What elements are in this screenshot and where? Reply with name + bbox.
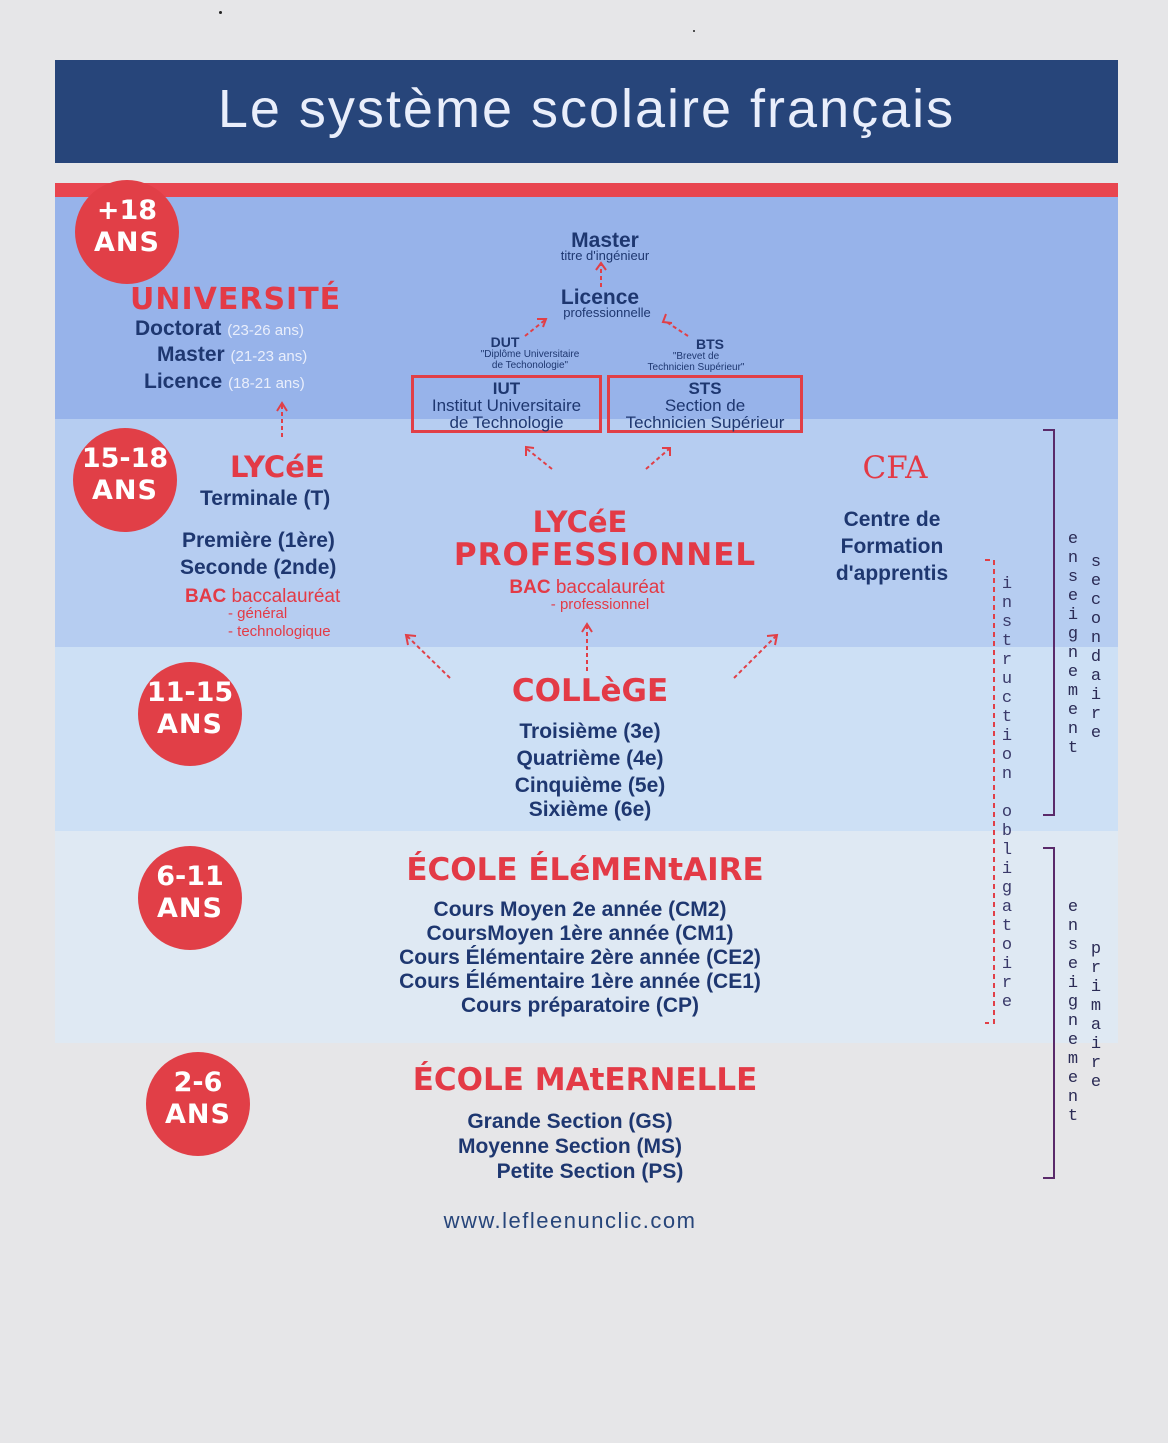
maternelle-item: Petite Section (PS): [496, 1160, 684, 1183]
red-divider: [55, 183, 1118, 197]
band-higher-ed: [55, 197, 1118, 419]
bts-label: BTS: [696, 336, 724, 352]
band-lycee: [55, 419, 1118, 647]
footer-url: www.lefleenunclic.com: [443, 1208, 697, 1233]
maternelle-list: Grande Section (GS) Moyenne Section (MS)…: [420, 1109, 720, 1184]
licence-sub: professionnelle: [563, 305, 651, 320]
master-sub: titre d'ingénieur: [560, 248, 650, 263]
lycee-bac-option: - général: [228, 605, 288, 622]
elementaire-item: Cours Élémentaire 1ère année (CE1): [399, 970, 761, 993]
arrow-dut-licence: [524, 319, 546, 337]
maternelle-item: Moyenne Section (MS): [457, 1135, 683, 1158]
lycee-pro-title: LYCéE: [532, 505, 628, 539]
maternelle-item: Grande Section (GS): [467, 1110, 673, 1133]
dut-label: DUT: [490, 334, 520, 350]
licence-label: Licence: [560, 286, 640, 309]
lycee-item: Terminale (T): [200, 487, 331, 510]
arrow-pro-sts: [645, 448, 670, 470]
college-title: COLLèGE: [511, 673, 669, 709]
college-item: Cinquième (5e): [514, 774, 666, 797]
arrow-college-lycee: [406, 635, 451, 679]
lycee-item: Seconde (2nde): [180, 556, 337, 579]
master-label: Master: [571, 229, 639, 252]
band-elementaire: [55, 831, 1118, 1043]
college-item: Troisième (3e): [519, 720, 661, 743]
scan-speck: [219, 11, 222, 14]
universite-title: UNIVERSITÉ: [130, 282, 342, 317]
elementaire-list: Cours Moyen 2e année (CM2) CoursMoyen 1è…: [330, 898, 830, 1018]
maternelle-title: ÉCOLE MAtERNELLE: [412, 1062, 758, 1098]
lycee-pro-title: PROFESSIONNEL: [453, 537, 757, 573]
college-item: Quatrième (4e): [516, 747, 664, 770]
cfa-title: CFA: [862, 450, 928, 486]
college-item: Sixième (6e): [528, 798, 652, 821]
universite-item: Licence (18-21 ans): [144, 370, 305, 393]
elementaire-item: Cours Élémentaire 2ère année (CE2): [399, 946, 761, 969]
scan-speck: [693, 30, 695, 32]
universite-item: Master (21-23 ans): [157, 343, 308, 366]
lycee-bac: BAC baccalauréat: [185, 586, 341, 607]
lycee-title: LYCéE: [230, 450, 325, 484]
elementaire-item: Cours Moyen 2e année (CM2): [433, 898, 727, 921]
elementaire-title: ÉCOLE ÉLéMENtAIRE: [406, 852, 764, 888]
page-title: Le système scolaire français: [217, 79, 956, 139]
lycee-item: Première (1ère): [182, 529, 335, 552]
arrow-pro-iut: [526, 448, 553, 470]
college-list: Troisième (3e) Quatrième (4e) Cinquième …: [440, 718, 740, 823]
elementaire-item: CoursMoyen 1ère année (CM1): [426, 922, 734, 945]
lycee-pro-bac-option: - professionnel: [550, 596, 650, 613]
lycee-pro-bac: BAC baccalauréat: [509, 577, 665, 598]
title-banner: Le système scolaire français: [55, 60, 1118, 163]
arrow-college-cfa: [733, 635, 777, 679]
elementaire-item: Cours préparatoire (CP): [460, 994, 700, 1017]
universite-item: Doctorat (23-26 ans): [135, 317, 304, 340]
lycee-bac-option: - technologique: [228, 623, 331, 640]
